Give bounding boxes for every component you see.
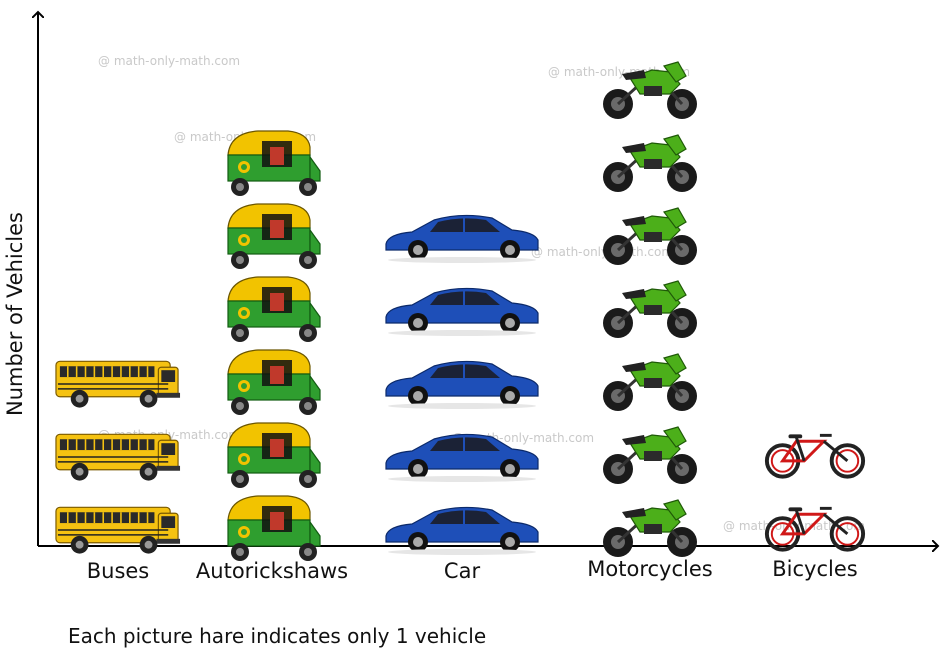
autorickshaw-icon [227,495,321,562]
car-icon [385,506,539,556]
watermark-text: @ math-only-math.com [531,245,673,259]
autorickshaw-icon [227,130,321,197]
motorcycle-icon [601,425,699,486]
motorcycle-icon [601,133,699,194]
motorcycle-icon [601,279,699,340]
car-icon [385,287,539,337]
motorcycle-icon [601,498,699,559]
category-label: Buses [87,559,150,583]
y-axis-label: Number of Vehicles [3,212,27,416]
car-icon [385,360,539,410]
bus-icon [55,360,181,409]
category-label: Motorcycles [587,557,712,581]
category-label: Bicycles [772,557,857,581]
autorickshaw-icon [227,422,321,489]
car-icon [385,214,539,264]
motorcycle-icon [601,352,699,413]
category-labels: Buses Autorickshaws Car Motorcycles Bicycles [87,557,858,583]
category-label: Autorickshaws [196,559,348,583]
autorickshaw-icon [227,349,321,416]
category-label: Car [444,559,481,583]
bicycle-icon [764,432,866,479]
legend-note: Each picture hare indicates only 1 vehic… [68,624,486,648]
autorickshaw-icon [227,203,321,270]
watermark-text: @ math-only-math.com [98,54,240,68]
autorickshaw-icon [227,276,321,343]
bus-icon [55,433,181,482]
